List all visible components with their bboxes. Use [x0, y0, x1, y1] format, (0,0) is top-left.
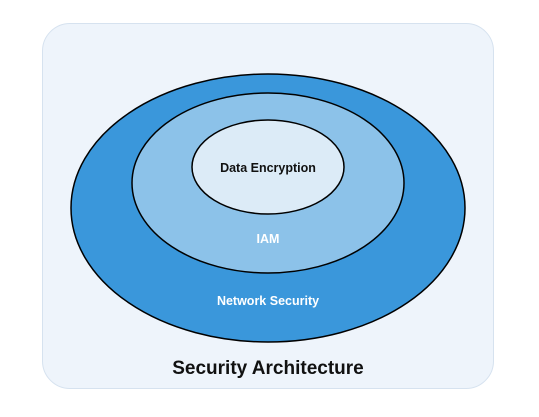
layer-label-network-security: Network Security: [217, 294, 319, 308]
layer-label-iam: IAM: [257, 232, 280, 246]
diagram-title: Security Architecture: [172, 358, 363, 379]
layer-data-encryption: [191, 119, 345, 215]
layer-label-data-encryption: Data Encryption: [220, 161, 316, 175]
